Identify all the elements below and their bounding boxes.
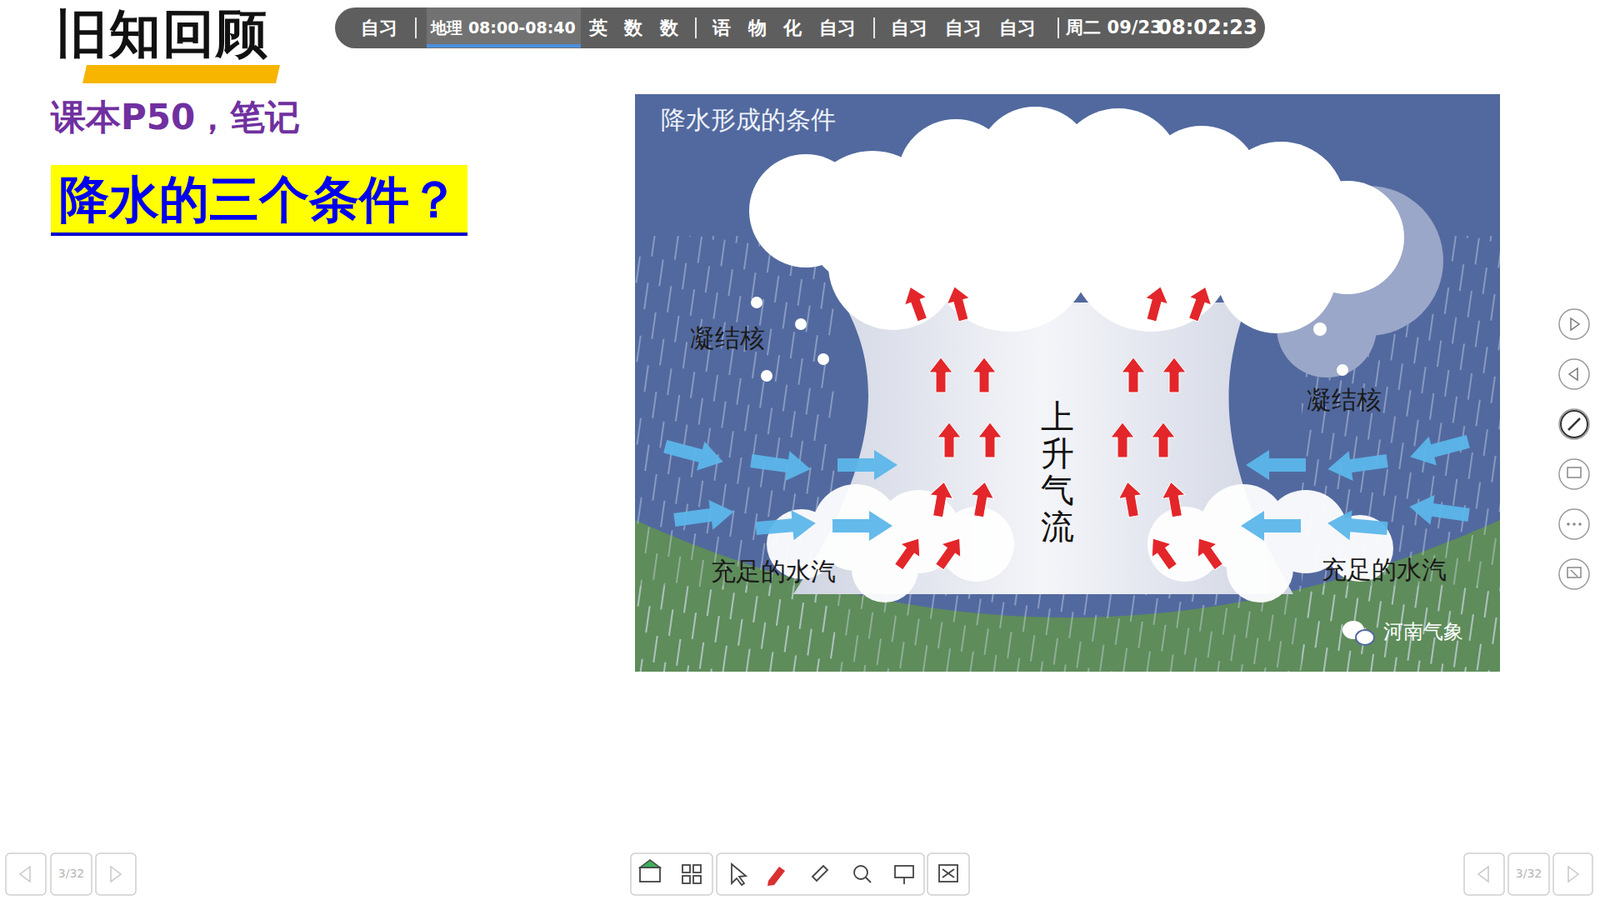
slide-title: 旧知回顾 [55, 3, 270, 65]
tab-separator [1057, 17, 1060, 39]
schedule-bar: 自习地理 08:00-08:40英数数语物化自习自习自习自习周二 09/2308… [335, 7, 1265, 49]
schedule-item: 自习 [360, 7, 398, 49]
schedule-item: 英 [589, 7, 608, 49]
active-tab-underline [426, 44, 581, 48]
question-text: 降水的三个条件？ [59, 168, 460, 231]
sky [635, 94, 1500, 672]
tab-separator [873, 17, 875, 39]
page-counter: 3/32 [50, 865, 92, 882]
side-tools [1550, 300, 1600, 600]
updraft-arrows [889, 283, 1229, 575]
schedule-item: 物 [748, 7, 767, 49]
vapor-label: 充足的水汽 [1321, 555, 1447, 585]
nuclei-label: 凝结核 [690, 323, 765, 354]
textbook-note: 课本P50，笔记 [50, 96, 300, 139]
wechat-icon [1342, 620, 1375, 645]
underline-bar [82, 65, 280, 84]
watermark: 河南气象 [1383, 620, 1464, 645]
condensation-nuclei [750, 296, 1349, 382]
rain-ground [635, 585, 1500, 672]
schedule-item: 地理 08:00-08:40 [430, 7, 575, 49]
tab-separator [415, 17, 417, 39]
page-counter: 3/32 [1508, 865, 1550, 882]
schedule-item: 自习 [999, 7, 1036, 49]
schedule-item: 自习 [890, 7, 928, 49]
bottom-toolbar [0, 848, 1600, 900]
top-cloud [749, 106, 1405, 334]
schedule-item: 化 [783, 7, 802, 49]
schedule-item: 自习 [819, 7, 856, 49]
schedule-item: 语 [712, 7, 731, 49]
schedule-item: 周二 09/23 [1065, 7, 1162, 49]
schedule-item: 自习 [945, 7, 982, 49]
question-box: 降水的三个条件？ [50, 165, 468, 236]
schedule-item: 数 [624, 7, 643, 49]
vapor-label: 充足的水汽 [710, 556, 836, 587]
updraft-label: 上升气流 [1040, 398, 1075, 545]
nuclei-label: 凝结核 [1306, 385, 1382, 415]
schedule-item: 08:02:23 [1157, 7, 1257, 49]
tab-separator [695, 17, 697, 39]
bottom-cloud-right [1147, 484, 1394, 603]
diagram-heading: 降水形成的条件 [660, 105, 836, 135]
schedule-item: 数 [660, 7, 679, 49]
